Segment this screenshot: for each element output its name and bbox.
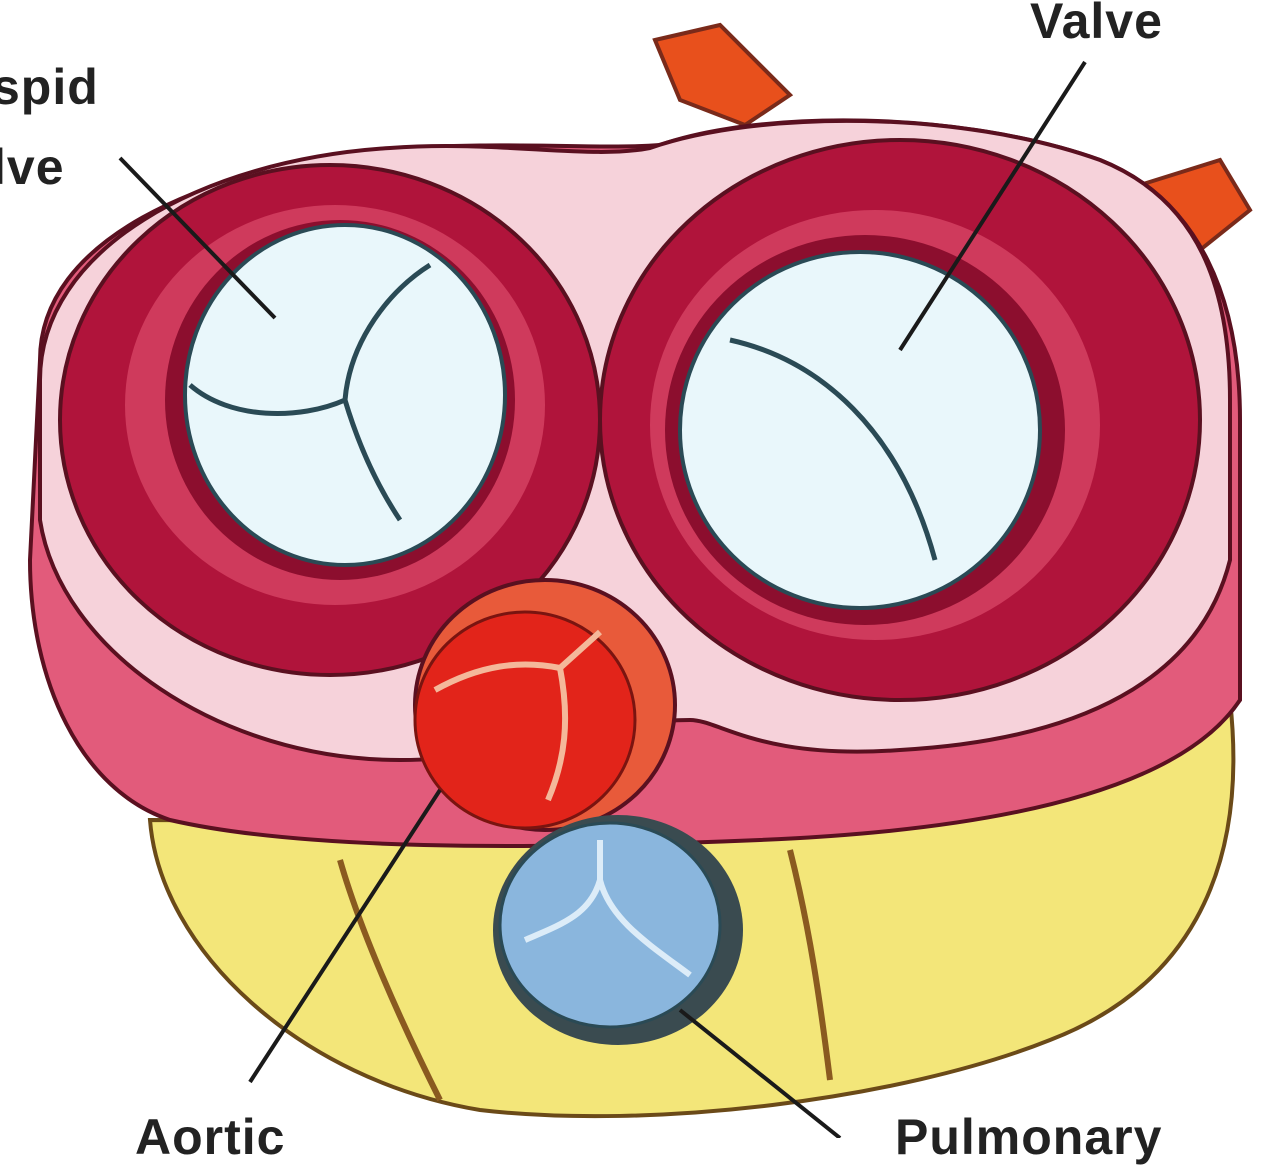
tricuspid-label-line2: lve bbox=[0, 142, 65, 192]
aortic-label: Aortic bbox=[135, 1112, 285, 1162]
pulmonary-label: Pulmonary bbox=[895, 1112, 1162, 1162]
pulmonary-valve bbox=[493, 815, 743, 1045]
tricuspid-label-line1: spid bbox=[0, 62, 99, 112]
heart-valves-diagram bbox=[0, 0, 1268, 1138]
aortic-valve bbox=[415, 580, 675, 830]
mitral-valve bbox=[680, 252, 1040, 608]
mitral-label: Valve bbox=[1030, 0, 1163, 46]
